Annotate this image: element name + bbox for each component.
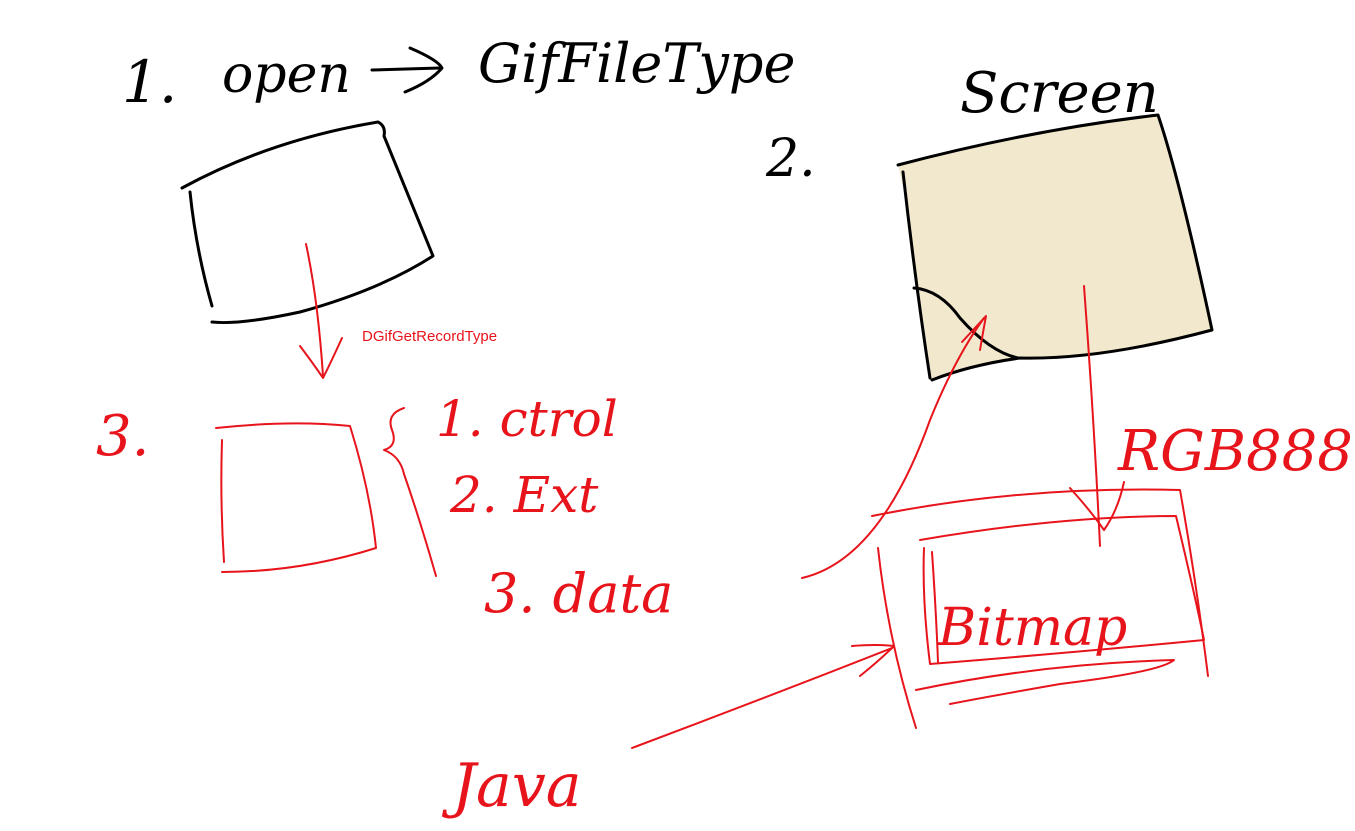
step1-open-label: open [222,45,351,105]
step1-open-arrow [370,46,444,94]
record-type-arrow [299,243,343,379]
screen-box [896,113,1214,382]
step2-number: 2. [765,129,816,189]
step3-item-data: 3. data [484,562,673,625]
bitmap-label: Bitmap [937,598,1127,658]
record-type-label: DGifGetRecordType [362,328,497,345]
data-to-screen-arrow [801,315,987,579]
step1-number: 1. [122,48,177,116]
bitmap-box [871,488,1209,729]
gif-file-type-label: GifFileType [478,32,795,95]
step3-brace [383,407,437,577]
java-to-bitmap-arrow [631,644,895,749]
step3-number: 3. [96,404,149,469]
step3-box [215,422,377,573]
step3-item-ctrol: 1. ctrol [436,390,618,448]
step3-item-list: 1. ctrol 2. Ext 3. data [436,390,673,625]
screen-label: Screen [960,61,1159,126]
screen-to-bitmap-arrow [1069,285,1125,547]
gif-file-box [180,120,435,325]
step3-item-ext: 2. Ext [449,466,599,524]
java-label: Java [441,751,582,821]
rgb888-label: RGB888 [1117,419,1353,484]
